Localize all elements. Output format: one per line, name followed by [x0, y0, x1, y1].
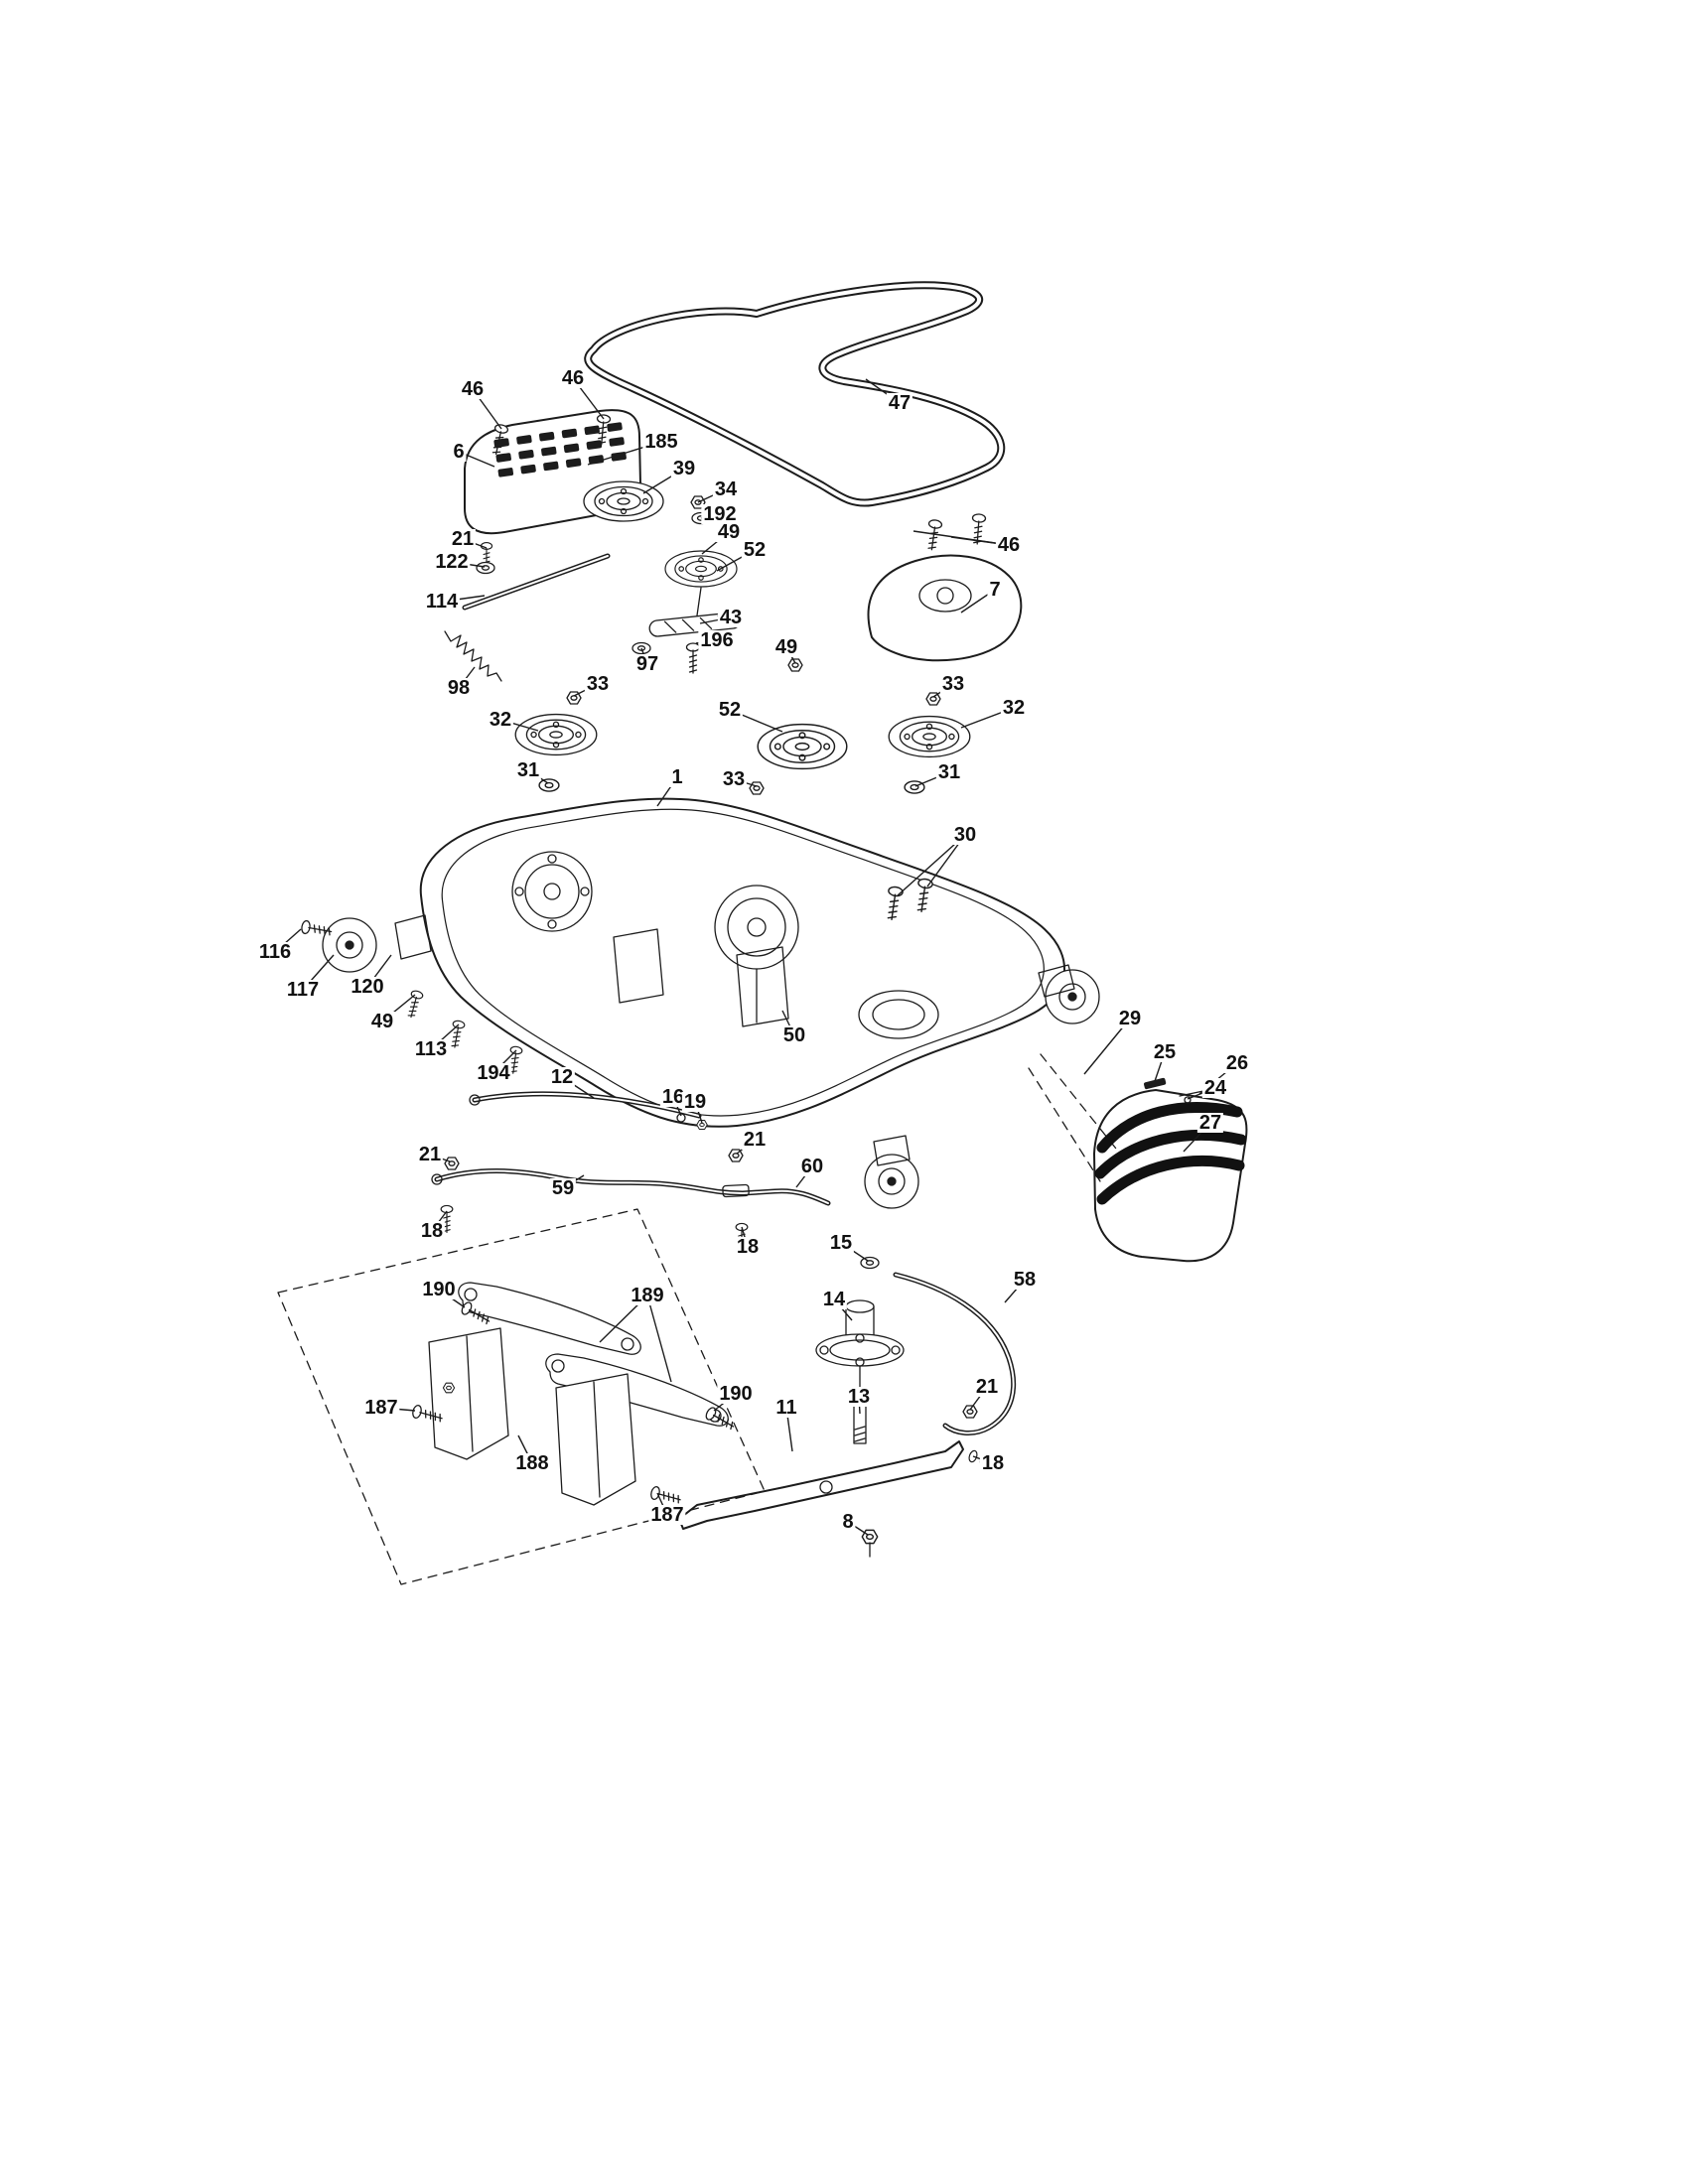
- right-cover: [867, 512, 1023, 706]
- tension-spring: [444, 553, 611, 682]
- deck-baffles: [613, 928, 789, 1027]
- blade: [678, 1440, 964, 1558]
- drive-belt: [584, 281, 1006, 507]
- upper-pulleys: [476, 480, 803, 674]
- gauge-wheels: [300, 914, 1100, 1209]
- discharge-chute: [1028, 1053, 1248, 1263]
- linkage-rods: [431, 1091, 1017, 1435]
- spindle-assembly: [815, 1299, 998, 1471]
- mandrel-cover: [464, 409, 641, 535]
- bracket-kit: [277, 1208, 766, 1585]
- deck-shell: [419, 797, 1066, 1128]
- mid-pulleys: [514, 691, 971, 795]
- cover-vents: [493, 422, 627, 478]
- spindle-openings: [511, 851, 939, 1039]
